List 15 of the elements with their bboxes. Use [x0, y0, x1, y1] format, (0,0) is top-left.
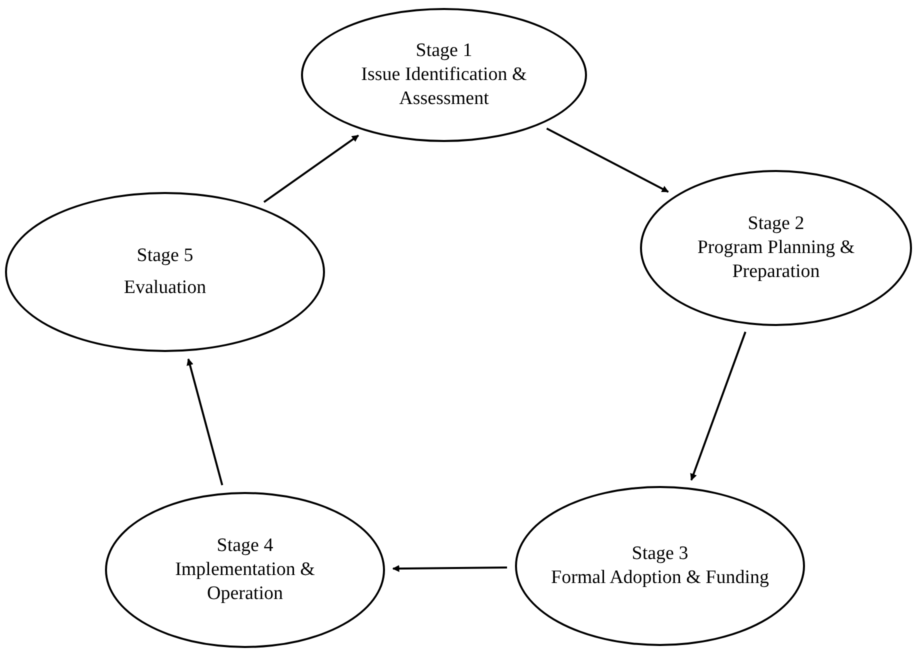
stage-title: Issue Identification & Assessment — [360, 63, 528, 111]
stage-number: Stage 2 — [748, 212, 804, 236]
arrow — [546, 128, 669, 193]
stage-number: Stage 4 — [216, 534, 274, 558]
stage-title: Program Planning & Preparation — [696, 236, 856, 284]
arrow — [186, 358, 224, 486]
arrow — [263, 134, 359, 203]
arrow — [392, 565, 508, 572]
stage-title: Implementation & Operation — [174, 558, 316, 606]
stage-number: Stage 1 — [416, 39, 472, 63]
stage-number: Stage 5 — [136, 244, 194, 268]
stage-title: Evaluation — [124, 276, 206, 300]
stage-number: Stage 3 — [632, 542, 688, 566]
arrow — [690, 332, 746, 481]
stage-title: Formal Adoption & Funding — [551, 566, 769, 590]
